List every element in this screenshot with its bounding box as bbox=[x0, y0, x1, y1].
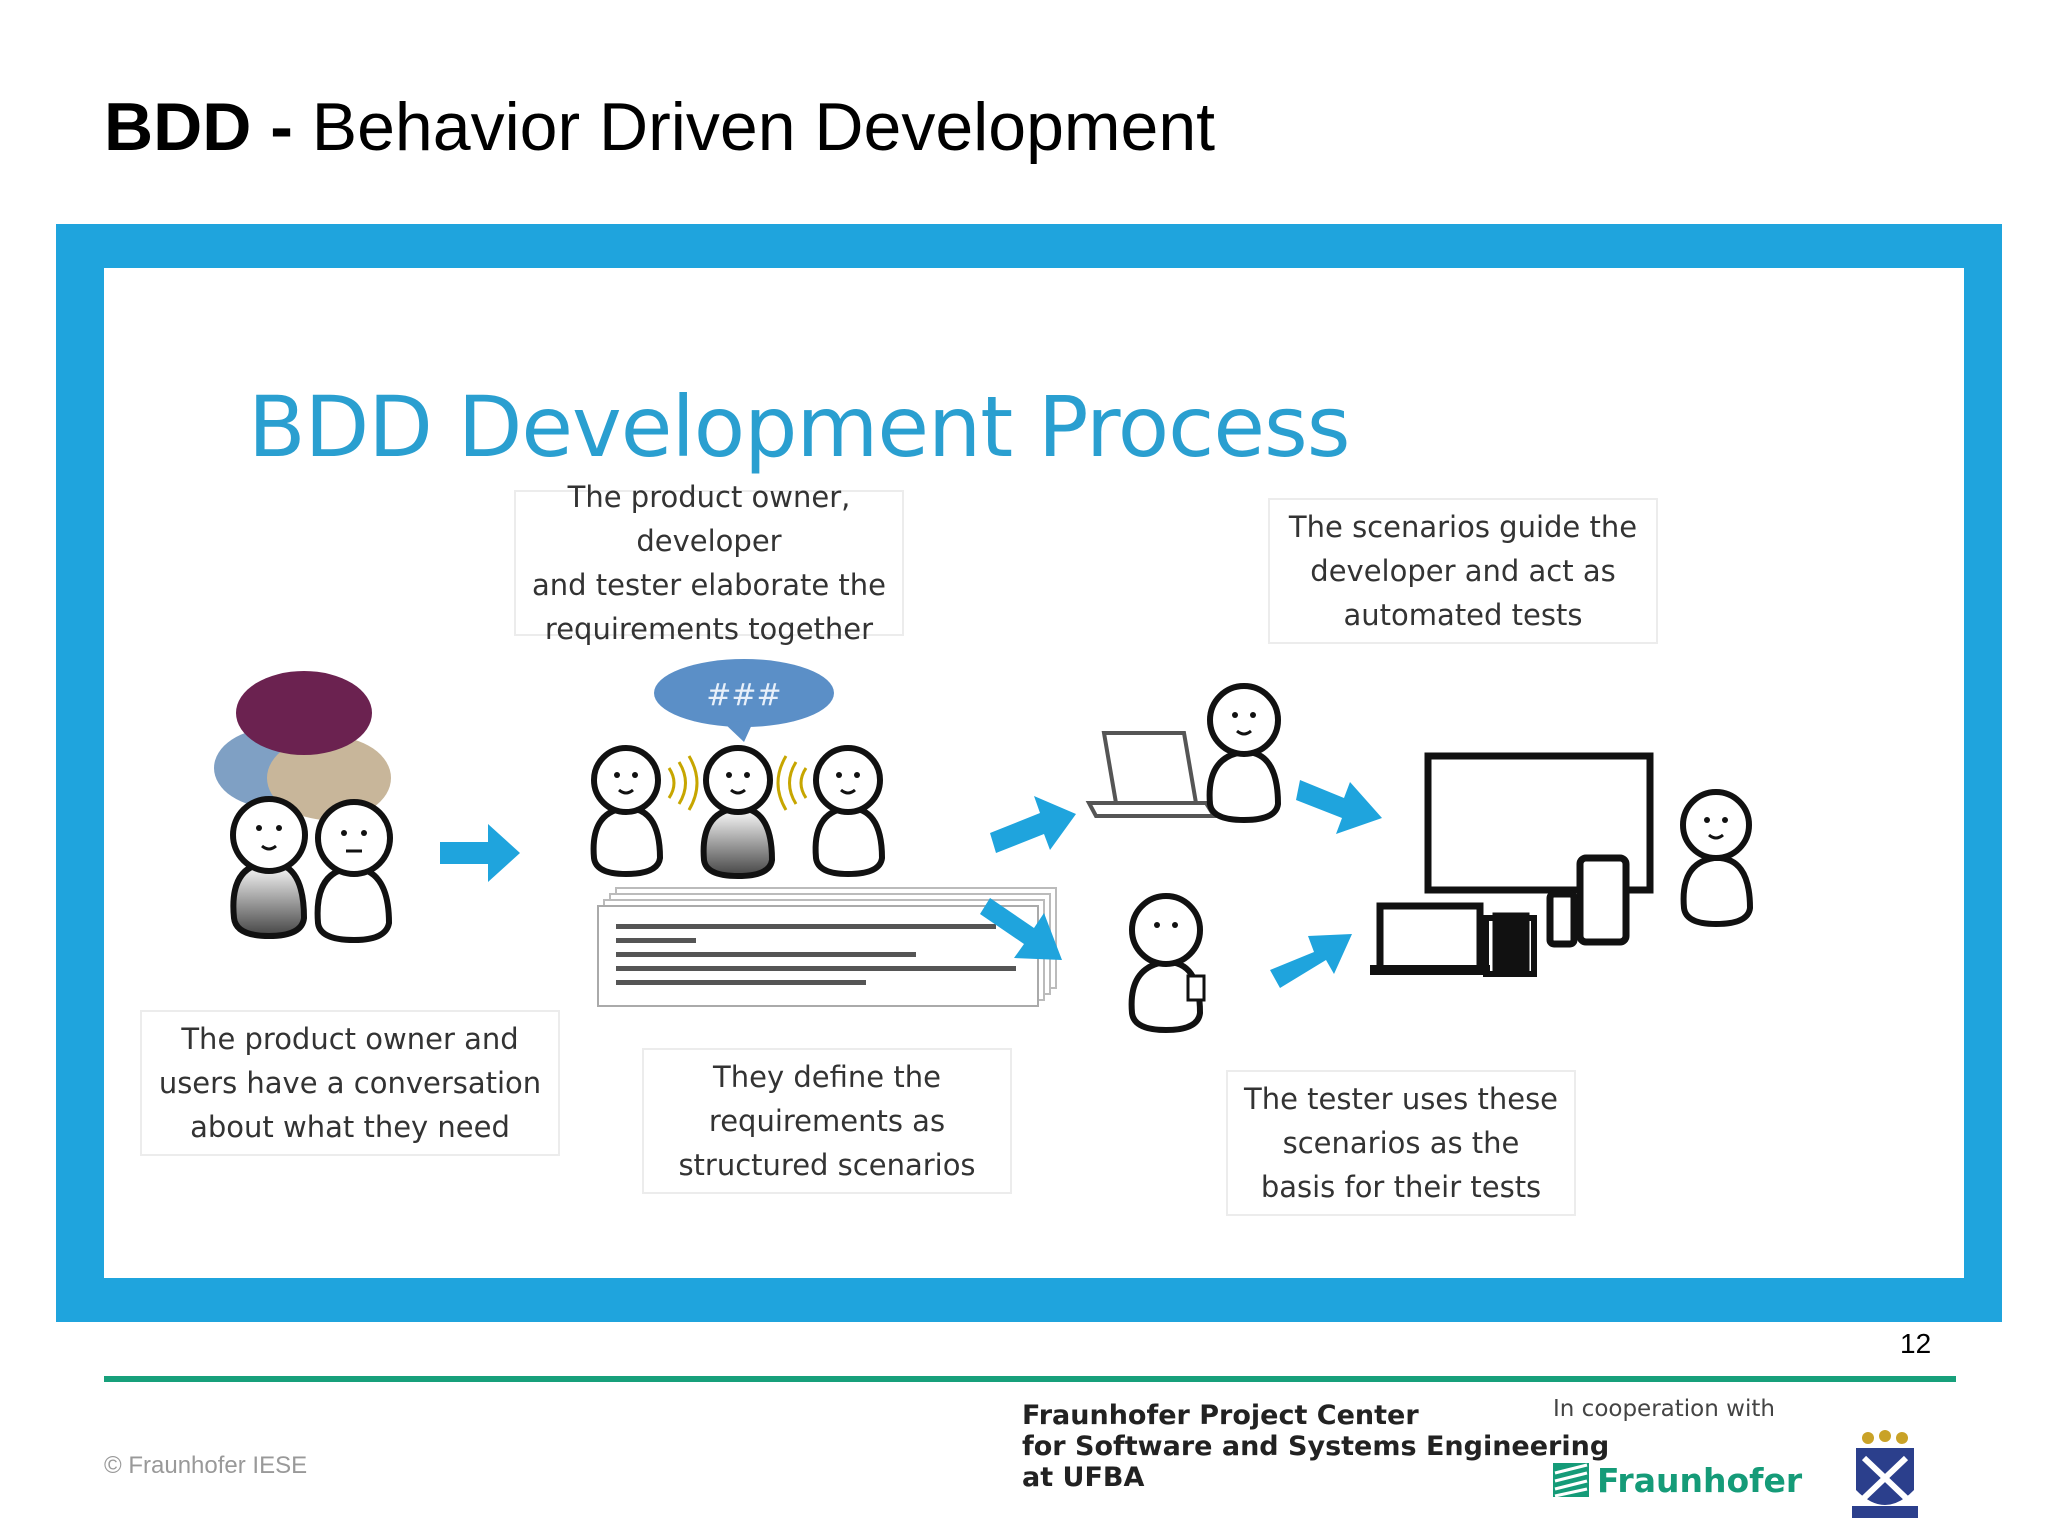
bubble-tan bbox=[267, 736, 391, 820]
person-end-user bbox=[1680, 789, 1754, 928]
caption-elaborate: The product owner, developer and tester … bbox=[514, 480, 904, 646]
person-developer bbox=[1206, 683, 1282, 824]
ufba-crest-icon bbox=[1852, 1430, 1918, 1518]
person-owner-collab bbox=[590, 745, 664, 878]
project-center-text: Fraunhofer Project Center for Software a… bbox=[1022, 1400, 1610, 1493]
sound-waves-right bbox=[776, 755, 808, 811]
diagram-canvas: ### bbox=[104, 268, 1964, 1278]
bubble-purple bbox=[236, 671, 372, 755]
diagram-frame: ### bbox=[56, 224, 2002, 1322]
person-tester bbox=[1128, 893, 1206, 1034]
laptop-icon bbox=[1085, 731, 1218, 818]
arrow-dev-to-devices bbox=[1296, 780, 1382, 834]
arrow-tester-to-devices bbox=[1270, 934, 1352, 988]
arrow-to-tester bbox=[980, 898, 1062, 960]
fraunhofer-logo-icon bbox=[1553, 1463, 1589, 1497]
person-owner bbox=[230, 796, 308, 940]
devices-icon bbox=[1370, 752, 1654, 977]
fraunhofer-logo-text: Fraunhofer bbox=[1597, 1460, 1803, 1500]
person-developer-collab bbox=[700, 745, 776, 880]
person-tester-collab bbox=[812, 745, 886, 878]
person-user bbox=[314, 799, 393, 944]
process-illustration: ### bbox=[214, 659, 1754, 1034]
thought-bubbles bbox=[214, 671, 391, 820]
copyright: © Fraunhofer IESE bbox=[104, 1452, 308, 1479]
caption-tester: The tester uses these scenarios as the b… bbox=[1226, 1070, 1576, 1216]
speech-bubble: ### bbox=[654, 659, 834, 742]
page-number: 12 bbox=[1900, 1328, 1932, 1359]
cooperation-label: In cooperation with bbox=[1553, 1396, 1775, 1422]
arrow-to-collaboration bbox=[440, 824, 520, 882]
slide-title-bold: BDD - bbox=[104, 89, 293, 165]
slide-title: BDD - Behavior Driven Development bbox=[104, 88, 1215, 166]
caption-conversation: The product owner and users have a conve… bbox=[140, 1010, 560, 1156]
scenario-documents bbox=[597, 887, 1057, 1007]
caption-guide: The scenarios guide the developer and ac… bbox=[1268, 498, 1658, 644]
process-title: BDD Development Process bbox=[248, 378, 1351, 476]
caption-define: They define the requirements as structur… bbox=[642, 1048, 1012, 1194]
slide-title-rest: Behavior Driven Development bbox=[292, 89, 1216, 165]
speech-bubble-text: ### bbox=[706, 678, 781, 713]
arrow-to-developer bbox=[990, 796, 1076, 853]
footer-rule bbox=[104, 1376, 1956, 1382]
fraunhofer-logo: Fraunhofer bbox=[1553, 1458, 1802, 1502]
sound-waves-left bbox=[667, 755, 699, 811]
